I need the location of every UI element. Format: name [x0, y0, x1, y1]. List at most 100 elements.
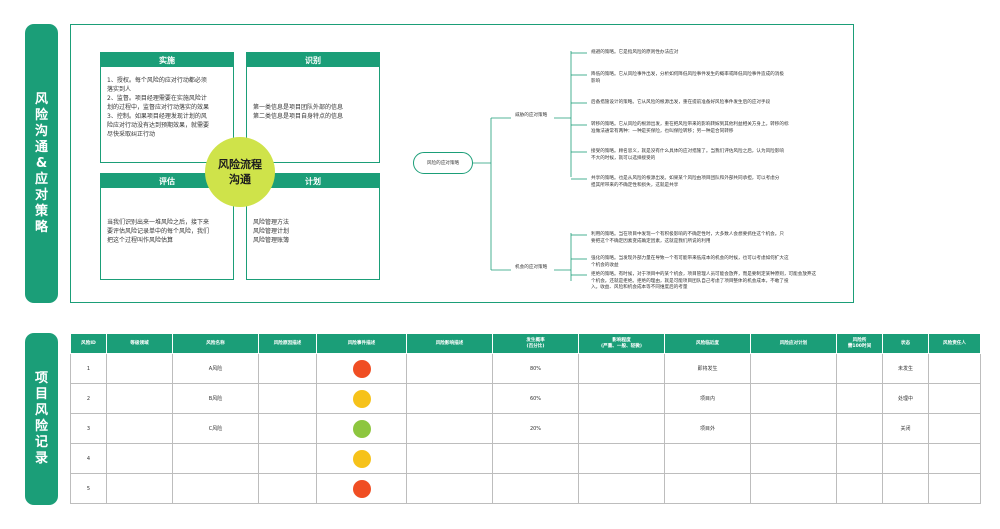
table-cell-empty — [406, 443, 493, 474]
table-cell-empty — [836, 473, 883, 504]
table-cell-status: 未发生 — [882, 353, 929, 384]
mindmap-leaf-line: 强化的策略。当发现外部力量在导致一个有可能带来低成本的机会的时候，也可以考虑如何… — [591, 256, 789, 261]
table-cell-name: C风险 — [172, 413, 259, 444]
table-cell-empty — [406, 473, 493, 504]
table-header-cell: 状态 — [882, 333, 929, 354]
quadrant-text-line: 把这个过程叫作风险估算 — [107, 237, 174, 244]
risk-record-side-label: 项目风险记录 — [25, 333, 58, 505]
risk-level-indicator-icon — [352, 419, 371, 438]
table-cell-name — [172, 473, 259, 504]
table-cell-empty — [406, 353, 493, 384]
side-label-char: & — [35, 155, 48, 171]
table-cell-name: A风险 — [172, 353, 259, 384]
table-cell-empty — [258, 353, 317, 384]
table-cell-empty — [106, 473, 173, 504]
table-cell-empty — [750, 443, 837, 474]
table-header-cell: 影响程度 (严重、一般、轻微) — [578, 333, 665, 354]
table-cell-risk-event — [316, 413, 407, 444]
mindmap-leaf-item: 强化的策略。当发现外部力量在导致一个有可能带来低成本的机会的时候，也可以考虑如何… — [591, 256, 789, 269]
table-cell-empty — [106, 443, 173, 474]
mindmap-leaf-item: 规避的策略。它是指风险的原则性办法应对 — [591, 50, 678, 57]
mindmap-threat-branch: 威胁的应对策略 — [515, 113, 548, 118]
mindmap-leaf-line: 要把这个不确定因素变成确定因素，这就是我们所说的利用 — [591, 238, 711, 244]
quadrant-text-line: 风险管理计划 — [253, 228, 290, 235]
mindmap-leaf-item: 接受的策略。顾名思义，就是没有什么具体的应对措施了。当我们评估风险之后，认为风险… — [591, 149, 784, 162]
mindmap-leaf-item: 转移的策略。它从风险的根源出发，重在把风险带来的影响转嫁到其他利益相关方身上。转… — [591, 122, 789, 135]
mindmap-opportunity-branch: 机会的应对策略 — [515, 265, 548, 270]
table-cell-empty — [836, 413, 883, 444]
quadrant-text-line: 尽快采取纠正行动 — [107, 131, 156, 138]
table-header-cell: 风险责任人 — [928, 333, 981, 354]
side-label-char: 沟 — [34, 123, 48, 139]
table-cell-empty — [928, 473, 981, 504]
side-label-char: 记 — [34, 435, 48, 450]
table-header-cell: 风险所 需100时间 — [836, 333, 883, 354]
quadrant-text-line: 当我们识别出来一堆风险之后，接下来 — [107, 219, 210, 226]
side-label-char: 录 — [34, 451, 48, 466]
table-cell-empty — [750, 383, 837, 414]
quadrant-assess: 评估 当我们识别出来一堆风险之后，接下来要评估风险记录单中的每个风险，我们把这个… — [100, 173, 234, 280]
table-cell-empty — [928, 413, 981, 444]
table-cell-empty — [750, 413, 837, 444]
strategy-mindmap — [473, 51, 587, 281]
mindmap-leaf-line: 不大的时候，就可以选择接受的 — [591, 155, 656, 161]
risk-process-center-circle: 风险流程 沟通 — [205, 137, 275, 207]
table-cell-status: 关闭 — [882, 413, 929, 444]
table-cell-empty — [106, 353, 173, 384]
table-header-cell: 等级领域 — [106, 333, 173, 354]
table-header-cell: 发生概率 (百分比) — [492, 333, 579, 354]
quadrant-identify: 识别 第一类信息是项目团队外部的信息第二类信息是项目自身特点的信息 — [246, 52, 380, 163]
table-row[interactable]: 5 — [70, 473, 981, 504]
quadrant-text-line: 风险管理方法 — [253, 219, 290, 226]
mindmap-leaf-line: 个机会的收益 — [591, 262, 619, 268]
risk-strategy-side-label: 风险沟通&应对策略 — [25, 24, 58, 303]
mindmap-leaf-line: 共享的策略。也是从风险的根源出发。如果某个风险由项目团队和外部共同承担，可以考虑… — [591, 176, 780, 181]
table-cell-status — [882, 473, 929, 504]
table-cell-proximity — [664, 473, 751, 504]
table-header-cell: 风险影响描述 — [406, 333, 493, 354]
quadrant-text-line: 1、授权。每个风险的应对行动都必须 — [107, 77, 207, 84]
risk-level-indicator-icon — [352, 449, 371, 468]
center-title-line-2: 沟通 — [229, 173, 251, 186]
quadrant-text-line: 第二类信息是项目自身特点的信息 — [253, 113, 344, 120]
mindmap-leaf-line: 降低的策略。它从风险事件出发，分析如何降低风险事件发生的概率或降低风险事件造成的… — [591, 72, 784, 77]
table-cell-proximity: 即将发生 — [664, 353, 751, 384]
quadrant-text-line: 险应对行动没有达到预期效果，就需要 — [107, 122, 210, 129]
table-row[interactable]: 4 — [70, 443, 981, 474]
table-cell-empty — [928, 353, 981, 384]
mindmap-leaf-line: 后备措施设计的策略。它从风险的根源出发，重在提前准备好风险事件发生后的应对手段 — [591, 100, 771, 105]
side-label-char: 风 — [34, 403, 48, 418]
side-label-char: 目 — [34, 387, 48, 402]
mindmap-leaf-line: 影响 — [591, 78, 601, 84]
mindmap-leaf-item: 共享的策略。也是从风险的根源出发。如果某个风险由项目团队和外部共同承担，可以考虑… — [591, 176, 779, 189]
table-cell-status — [882, 443, 929, 474]
quadrant-assess-body: 当我们识别出来一堆风险之后，接下来要评估风险记录单中的每个风险，我们把这个过程叫… — [101, 188, 233, 245]
risk-level-indicator-icon — [352, 359, 371, 378]
table-cell-empty — [750, 353, 837, 384]
table-cell-risk-event — [316, 443, 407, 474]
table-cell-empty — [578, 443, 665, 474]
table-cell-proximity — [664, 443, 751, 474]
table-cell-name: B风险 — [172, 383, 259, 414]
table-cell-probability: 60% — [492, 383, 579, 414]
table-cell-status: 处理中 — [882, 383, 929, 414]
table-cell-empty — [836, 353, 883, 384]
mindmap-leaf-line: 拒绝的策略。有时候，对于项目中的某个机会，项目管理人员可能会放弃，而是要制定某种… — [591, 272, 817, 277]
quadrant-text-line: 落实到人 — [107, 86, 132, 93]
mindmap-leaf-item: 利用的策略。当在项目中发现一个有积极影响的不确定性时，大多数人会想要抓住这个机会… — [591, 232, 784, 245]
quadrant-assess-title: 评估 — [101, 174, 233, 188]
side-label-char: 险 — [34, 419, 48, 434]
risk-level-indicator-icon — [352, 479, 371, 498]
table-cell-risk-event — [316, 353, 407, 384]
quadrant-plan-body: 风险管理方法风险管理计划风险管理账簿 — [247, 188, 379, 245]
quadrant-identify-body: 第一类信息是项目团队外部的信息第二类信息是项目自身特点的信息 — [247, 67, 379, 121]
table-cell-probability — [492, 473, 579, 504]
table-cell-probability: 20% — [492, 413, 579, 444]
mindmap-leaf-line: 担其所带来的不确定性和损失，这就是共享 — [591, 182, 679, 188]
